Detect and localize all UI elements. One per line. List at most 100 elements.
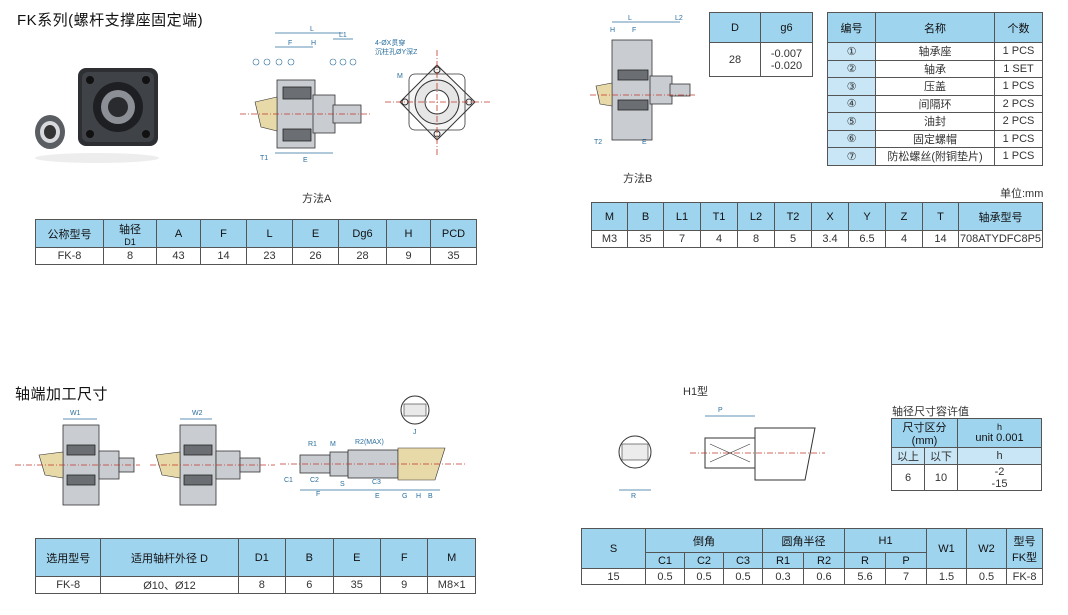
tol-cell-to: 10: [924, 464, 958, 491]
parts-cell: 轴承: [875, 59, 995, 78]
fk-header-d1-sub: D1: [124, 236, 136, 247]
mount-header-m: M: [591, 202, 628, 231]
shaft-label-w2: W2: [192, 410, 203, 417]
fk-header-h: H: [386, 219, 431, 248]
mount-header-b: B: [627, 202, 664, 231]
chamfer-subheader: R2: [803, 552, 846, 569]
fk-header-model: 公称型号: [35, 219, 104, 248]
fk-header-pcd: PCD: [430, 219, 477, 248]
mount-header-t2: T2: [774, 202, 812, 231]
parts-cell: ③: [827, 77, 876, 96]
fk-cell: 8: [103, 247, 157, 265]
mount-cell: M3: [591, 230, 628, 248]
parts-cell: 1 PCS: [994, 42, 1043, 61]
shaft-header-f: F: [379, 538, 429, 577]
mount-cell: 4: [700, 230, 738, 248]
shaft-label-c3: C3: [372, 479, 381, 486]
tolerance-title: 轴径尺寸容许值: [892, 406, 969, 418]
fk-cell: 9: [386, 247, 431, 265]
method-b-caption: 方法B: [623, 173, 653, 185]
tol-h-line1: h: [996, 422, 1002, 432]
tol-cell-values: -2-15: [957, 464, 1042, 491]
mount-cell: 4: [885, 230, 923, 248]
chamfer-cell: FK-8: [1006, 568, 1044, 585]
mount-cell: 7: [663, 230, 701, 248]
mount-cell: 708ATYDFC8P5: [958, 230, 1043, 248]
mount-cell: 3.4: [811, 230, 849, 248]
fk-cell: 35: [430, 247, 477, 265]
tol-cell-h: h: [957, 447, 1042, 465]
parts-cell: 1 PCS: [994, 77, 1043, 96]
fk-header-d1-title: 轴径: [119, 223, 141, 236]
shaft-label-w1: W1: [70, 410, 81, 417]
method-b-drawing: L L2 H F T2 E: [590, 15, 695, 146]
tol-value-2: -15: [991, 477, 1008, 490]
parts-cell: ⑥: [827, 129, 876, 148]
mount-header-z: Z: [885, 202, 923, 231]
shaft-label-r1: R1: [308, 441, 317, 448]
h1-label-p: P: [718, 407, 723, 414]
chamfer-cell: 0.5: [684, 568, 724, 585]
shaft-label-m: M: [330, 441, 336, 448]
parts-cell: ②: [827, 59, 876, 78]
parts-cell: 1 PCS: [994, 129, 1043, 148]
fk-cell: 14: [200, 247, 247, 265]
parts-header-no: 编号: [827, 12, 876, 43]
tol-cell-above: 以上: [891, 447, 925, 465]
mount-header-l1: L1: [663, 202, 701, 231]
tol-cell-from: 6: [891, 464, 925, 491]
shaft-header-m: M: [427, 538, 476, 577]
chamfer-subheader: C3: [722, 552, 764, 569]
mount-cell: 6.5: [848, 230, 886, 248]
mount-cell: 35: [627, 230, 664, 248]
fk-cell: FK-8: [35, 247, 104, 265]
mount-header-t: T: [922, 202, 959, 231]
dg6-header-g6: g6: [760, 12, 813, 43]
chamfer-header-group-radius: 圆角半径: [762, 528, 846, 553]
chamfer-subheader: P: [885, 552, 928, 569]
fk-header-f: F: [200, 219, 247, 248]
fk-cell: 23: [246, 247, 293, 265]
method-b-label-e: E: [642, 139, 647, 146]
dg6-cell-tol: -0.007-0.020: [760, 42, 813, 77]
method-b-label-t2: T2: [594, 139, 602, 146]
parts-header-name: 名称: [875, 12, 995, 43]
shaft-end-profile-drawing: J R1 M R2(MAX) C1 C2 C3 S F E G H B: [280, 395, 465, 500]
h1-type-drawing: R P: [618, 407, 825, 500]
dim-label-h: H: [311, 40, 316, 47]
method-b-label-h: H: [610, 27, 615, 34]
dim-label-l: L: [310, 26, 314, 33]
shaft-cell: FK-8: [34, 576, 102, 594]
parts-cell: 1 SET: [994, 59, 1043, 78]
parts-cell: 1 PCS: [994, 147, 1043, 166]
fk-header-l: L: [246, 219, 293, 248]
shaft-header-model: 选用型号: [34, 538, 102, 577]
shaft-cell: 35: [332, 576, 381, 594]
chamfer-header-s: S: [581, 528, 646, 569]
shaft-cell: 9: [379, 576, 429, 594]
chamfer-subheader: C2: [684, 552, 724, 569]
fk-header-e: E: [292, 219, 339, 248]
method-b-label-l: L: [628, 15, 632, 22]
mount-header-t1: T1: [700, 202, 738, 231]
hole-note-1: 4-ØX贯穿: [375, 38, 405, 47]
mount-cell: 8: [737, 230, 775, 248]
shaft-label-b: B: [428, 493, 433, 500]
shaft-end-drawing-w1: W1: [15, 410, 140, 506]
product-photo: [35, 68, 159, 163]
fk-cell: 43: [156, 247, 201, 265]
parts-cell: 间隔环: [875, 94, 995, 113]
chamfer-header-w2: W2: [966, 528, 1008, 569]
method-b-label-l2: L2: [675, 15, 683, 22]
parts-cell: ①: [827, 42, 876, 61]
mount-cell: 5: [774, 230, 812, 248]
tol-value-1: -2: [994, 465, 1005, 478]
parts-cell: 油封: [875, 112, 995, 131]
chamfer-cell: 5.6: [844, 568, 887, 585]
shaft-cell: 8: [237, 576, 287, 594]
shaft-label-h: H: [416, 493, 421, 500]
shaft-end-title: 轴端加工尺寸: [15, 386, 109, 403]
